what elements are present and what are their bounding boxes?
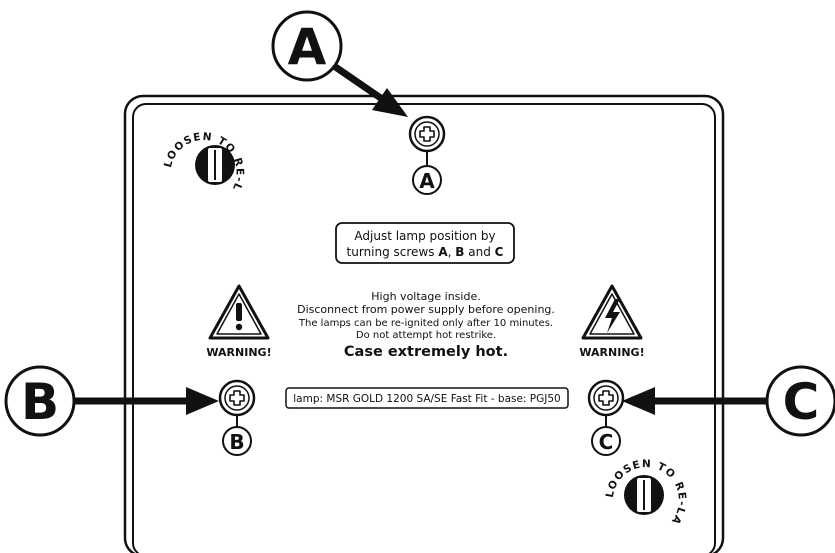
callout-b-letter: B: [21, 373, 59, 431]
warning-left-label: WARNING!: [206, 346, 271, 359]
screw-c-label: C: [599, 430, 614, 454]
safety-notice: High voltage inside. Disconnect from pow…: [297, 290, 555, 360]
notice-line-3: The lamps can be re-ignited only after 1…: [298, 318, 553, 329]
warning-general: WARNING!: [206, 284, 272, 359]
notice-line-4: Do not attempt hot restrike.: [356, 330, 496, 341]
panel-outer-border: [123, 94, 725, 553]
lightning-warning-icon: [581, 284, 643, 340]
screw-b-label: B: [229, 430, 244, 454]
warning-right-label: WARNING!: [579, 346, 644, 359]
arrow-c: [622, 387, 767, 415]
screw-a-label: A: [419, 169, 435, 193]
adjust-instruction-box: Adjust lamp position by turning screws A…: [335, 222, 515, 264]
panel-inner-border: [132, 103, 716, 553]
warning-high-voltage: WARNING!: [579, 284, 645, 359]
arrow-a: [332, 63, 408, 117]
callout-a-letter: A: [288, 18, 327, 76]
screw-a: A: [408, 115, 446, 195]
notice-line-2: Disconnect from power supply before open…: [297, 303, 555, 316]
adjust-line-2: turning screws A, B and C: [347, 245, 504, 259]
callout-c-letter: C: [783, 373, 820, 431]
screw-b: B: [218, 379, 256, 456]
callout-c: C: [765, 365, 835, 437]
phillips-cross-icon: [598, 390, 614, 406]
screw-c: C: [587, 379, 625, 456]
arrow-b: [74, 387, 219, 415]
notice-line-5: Case extremely hot.: [344, 344, 508, 360]
adjust-line-1: Adjust lamp position by: [354, 229, 495, 243]
phillips-cross-icon: [229, 390, 245, 406]
phillips-cross-icon: [419, 126, 435, 142]
notice-line-1: High voltage inside.: [371, 290, 480, 303]
lamp-info-box: lamp: MSR GOLD 1200 SA/SE Fast Fit - bas…: [285, 387, 569, 409]
exclamation-warning-icon: [208, 284, 270, 340]
callout-b: B: [4, 365, 76, 437]
lamp-info-text: lamp: MSR GOLD 1200 SA/SE Fast Fit - bas…: [293, 393, 560, 405]
callout-a: A: [271, 10, 343, 82]
